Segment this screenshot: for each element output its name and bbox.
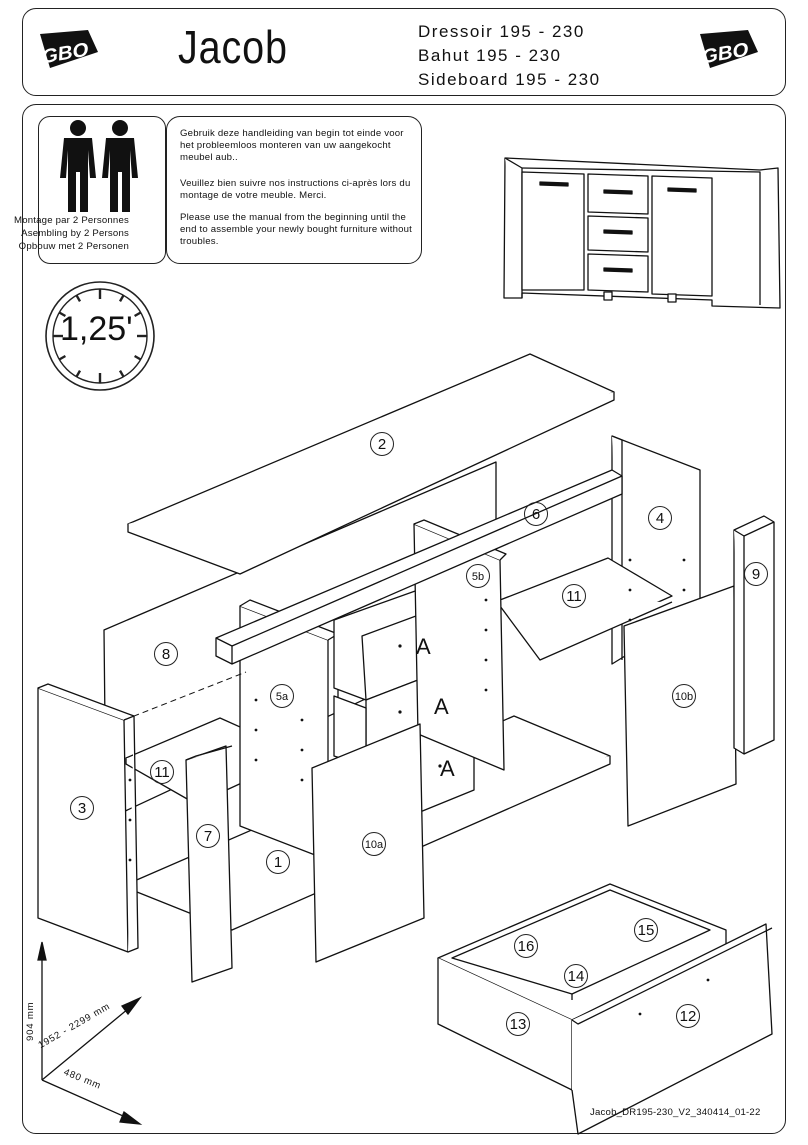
- main-frame: [22, 104, 786, 1134]
- part-label-11-right: 11: [562, 584, 586, 608]
- part-label-12: 12: [676, 1004, 700, 1028]
- part-label-11-left: 11: [150, 760, 174, 784]
- dimension-height: 904 mm: [25, 1001, 36, 1041]
- two-persons-icon: [60, 120, 138, 212]
- persons-line-en: Asembling by 2 Persons: [21, 228, 129, 239]
- instruction-en: Please use the manual from the beginning…: [180, 212, 413, 247]
- product-name: Jacob: [178, 21, 288, 73]
- part-label-16: 16: [514, 934, 538, 958]
- assembled-sideboard-thumbnail: [503, 157, 781, 309]
- part-label-5a: 5a: [270, 684, 294, 708]
- document-code: Jacob_DR195-230_V2_340414_01-22: [590, 1107, 761, 1118]
- drawer-letter-bottom: A: [440, 756, 455, 781]
- persons-line-nl: Opbouw met 2 Personen: [18, 241, 129, 252]
- part-label-13: 13: [506, 1012, 530, 1036]
- part-label-9: 9: [744, 562, 768, 586]
- part-label-7: 7: [196, 824, 220, 848]
- part-label-14: 14: [564, 964, 588, 988]
- clock-icon: [45, 281, 155, 391]
- persons-line-fr: Montage par 2 Personnes: [14, 215, 129, 226]
- part-label-3: 3: [70, 796, 94, 820]
- drawer-letter-top: A: [416, 634, 431, 659]
- part-label-6: 6: [524, 502, 548, 526]
- part-label-10a: 10a: [362, 832, 386, 856]
- instruction-nl: Gebruik deze handleiding van begin tot e…: [180, 128, 404, 163]
- drawer-letter-middle: A: [434, 694, 449, 719]
- part-label-15: 15: [634, 918, 658, 942]
- part-label-1: 1: [266, 850, 290, 874]
- brand-logo-right: GBO: [700, 30, 758, 68]
- part-label-8: 8: [154, 642, 178, 666]
- instructions-box: [166, 116, 422, 264]
- part-label-2: 2: [370, 432, 394, 456]
- persons-box: [38, 116, 166, 264]
- subtitle-fr: Bahut 195 - 230: [418, 46, 562, 65]
- part-label-10b: 10b: [672, 684, 696, 708]
- instruction-fr: Veuillez bien suivre nos instructions ci…: [180, 178, 411, 201]
- part-label-5b: 5b: [466, 564, 490, 588]
- subtitle-nl: Dressoir 195 - 230: [418, 22, 585, 41]
- assembly-time: 1,25': [60, 310, 133, 348]
- subtitle-en: Sideboard 195 - 230: [418, 70, 601, 89]
- brand-logo-left: GBO: [40, 30, 98, 68]
- part-label-4: 4: [648, 506, 672, 530]
- header-frame: [22, 8, 786, 96]
